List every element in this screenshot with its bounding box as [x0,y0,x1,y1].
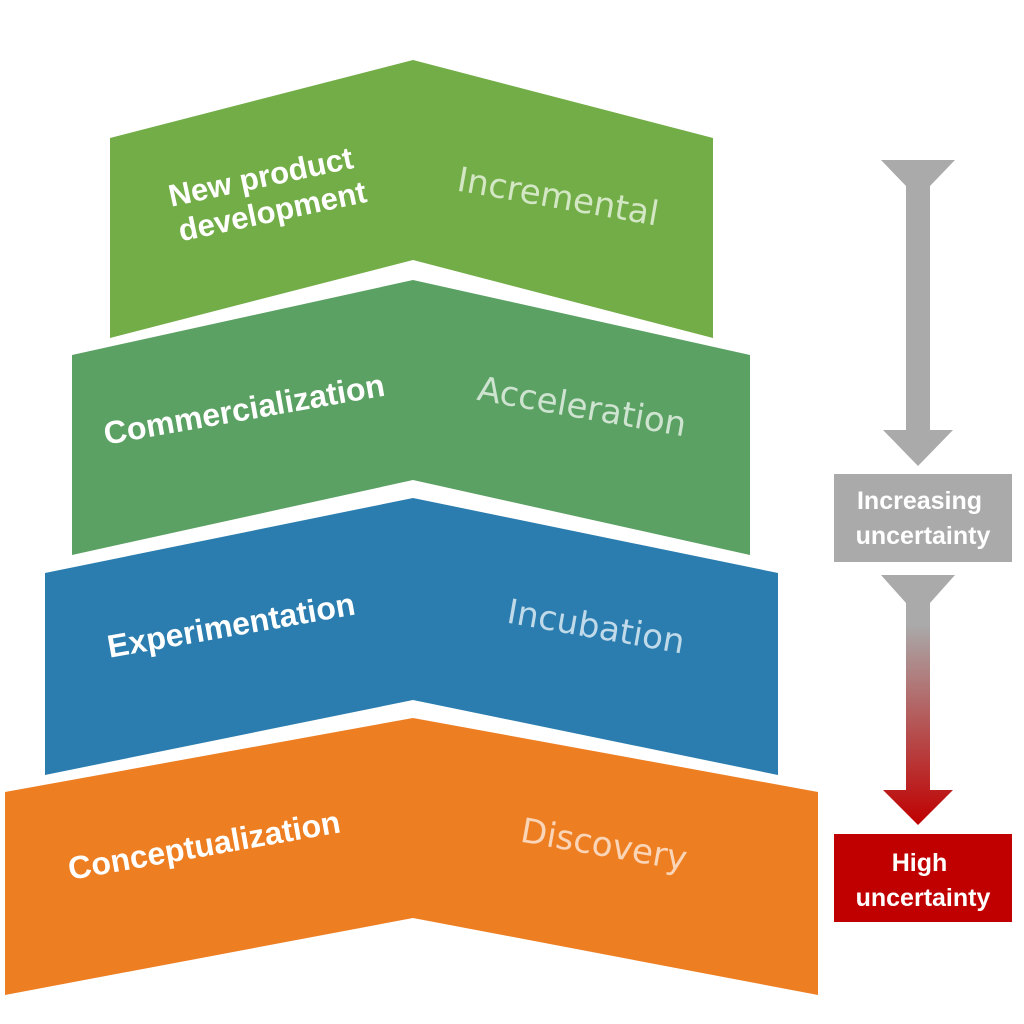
layer-4-conceptualization: Conceptualization Discovery [5,718,818,995]
high-uncertainty-label: High uncertainty [856,849,991,912]
chevron-shape [110,60,713,338]
high-uncertainty-badge [834,834,1012,922]
down-arrow-gray-icon [881,160,955,466]
layer-1-new-product-development: New product development Incremental [110,60,713,338]
increasing-uncertainty-badge [834,474,1012,562]
layer-3-experimentation: Experimentation Incubation [45,498,778,775]
increasing-uncertainty-label: Increasing uncertainty [856,487,991,550]
uncertainty-indicator: Increasing uncertainty High uncertainty [834,160,1012,922]
chevron-shape [45,498,778,775]
chevron-shape [5,718,818,995]
down-arrow-gradient-icon [881,575,955,825]
layer-2-commercialization: Commercialization Acceleration [72,280,750,555]
chevron-shape [72,280,750,555]
